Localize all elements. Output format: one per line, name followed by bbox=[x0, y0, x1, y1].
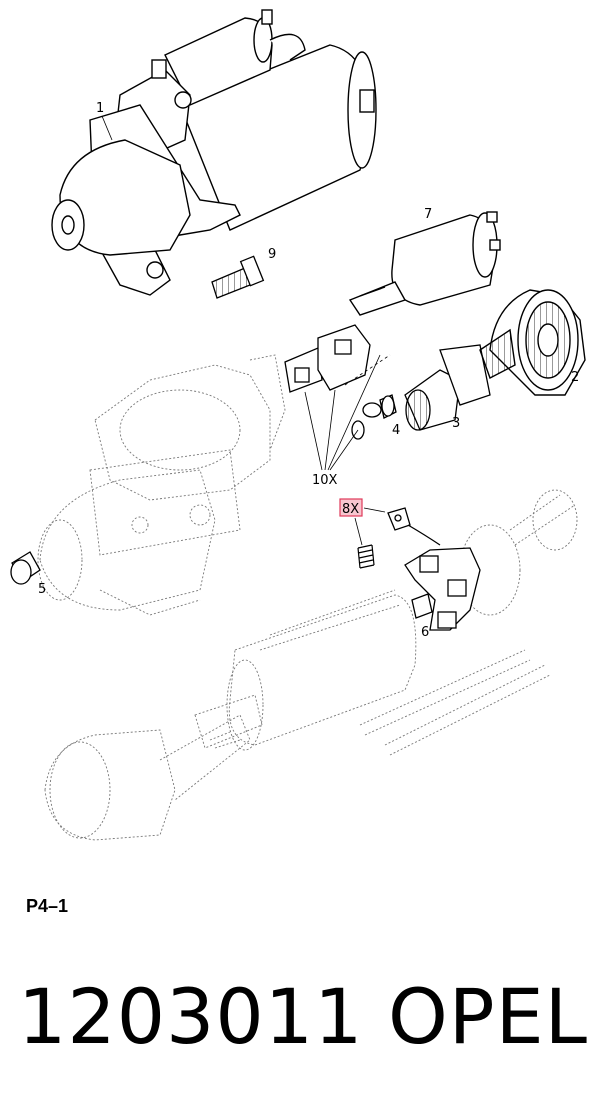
part-5-bushing bbox=[10, 551, 41, 585]
part-7-solenoid bbox=[348, 211, 501, 316]
part-4-bushing bbox=[379, 394, 397, 419]
part-6-brush-plate bbox=[387, 507, 481, 631]
callout-2: 2 bbox=[571, 370, 579, 385]
callout-3: 3 bbox=[452, 416, 460, 431]
brand-name: OPEL bbox=[387, 972, 588, 1061]
part-8x-spring bbox=[357, 544, 375, 569]
callout-1: 1 bbox=[96, 101, 104, 116]
exploded-starter-diagram: 1 9 7 10X 4 bbox=[10, 9, 586, 841]
part-9-bolt bbox=[211, 255, 265, 299]
part-1-starter-motor bbox=[51, 9, 377, 296]
callout-8x-highlight bbox=[339, 498, 363, 517]
part-number: 1203011 bbox=[18, 972, 364, 1061]
callout-6: 6 bbox=[421, 625, 429, 640]
callout-9: 9 bbox=[268, 247, 276, 262]
callout-7: 7 bbox=[424, 207, 432, 222]
callout-10x: 10X bbox=[312, 473, 338, 488]
footer: 1203011 OPEL bbox=[18, 972, 588, 1062]
sheet-code: P4–1 bbox=[26, 896, 69, 916]
part-10x-brush-holder bbox=[284, 324, 382, 440]
part-3-drive-pinion bbox=[404, 344, 491, 431]
callout-4: 4 bbox=[392, 423, 400, 438]
callout-8x: 8X bbox=[342, 502, 359, 517]
ghost-starter-assembly bbox=[37, 354, 578, 841]
part-2-drive-end-housing bbox=[479, 289, 586, 396]
callout-5: 5 bbox=[38, 582, 46, 597]
